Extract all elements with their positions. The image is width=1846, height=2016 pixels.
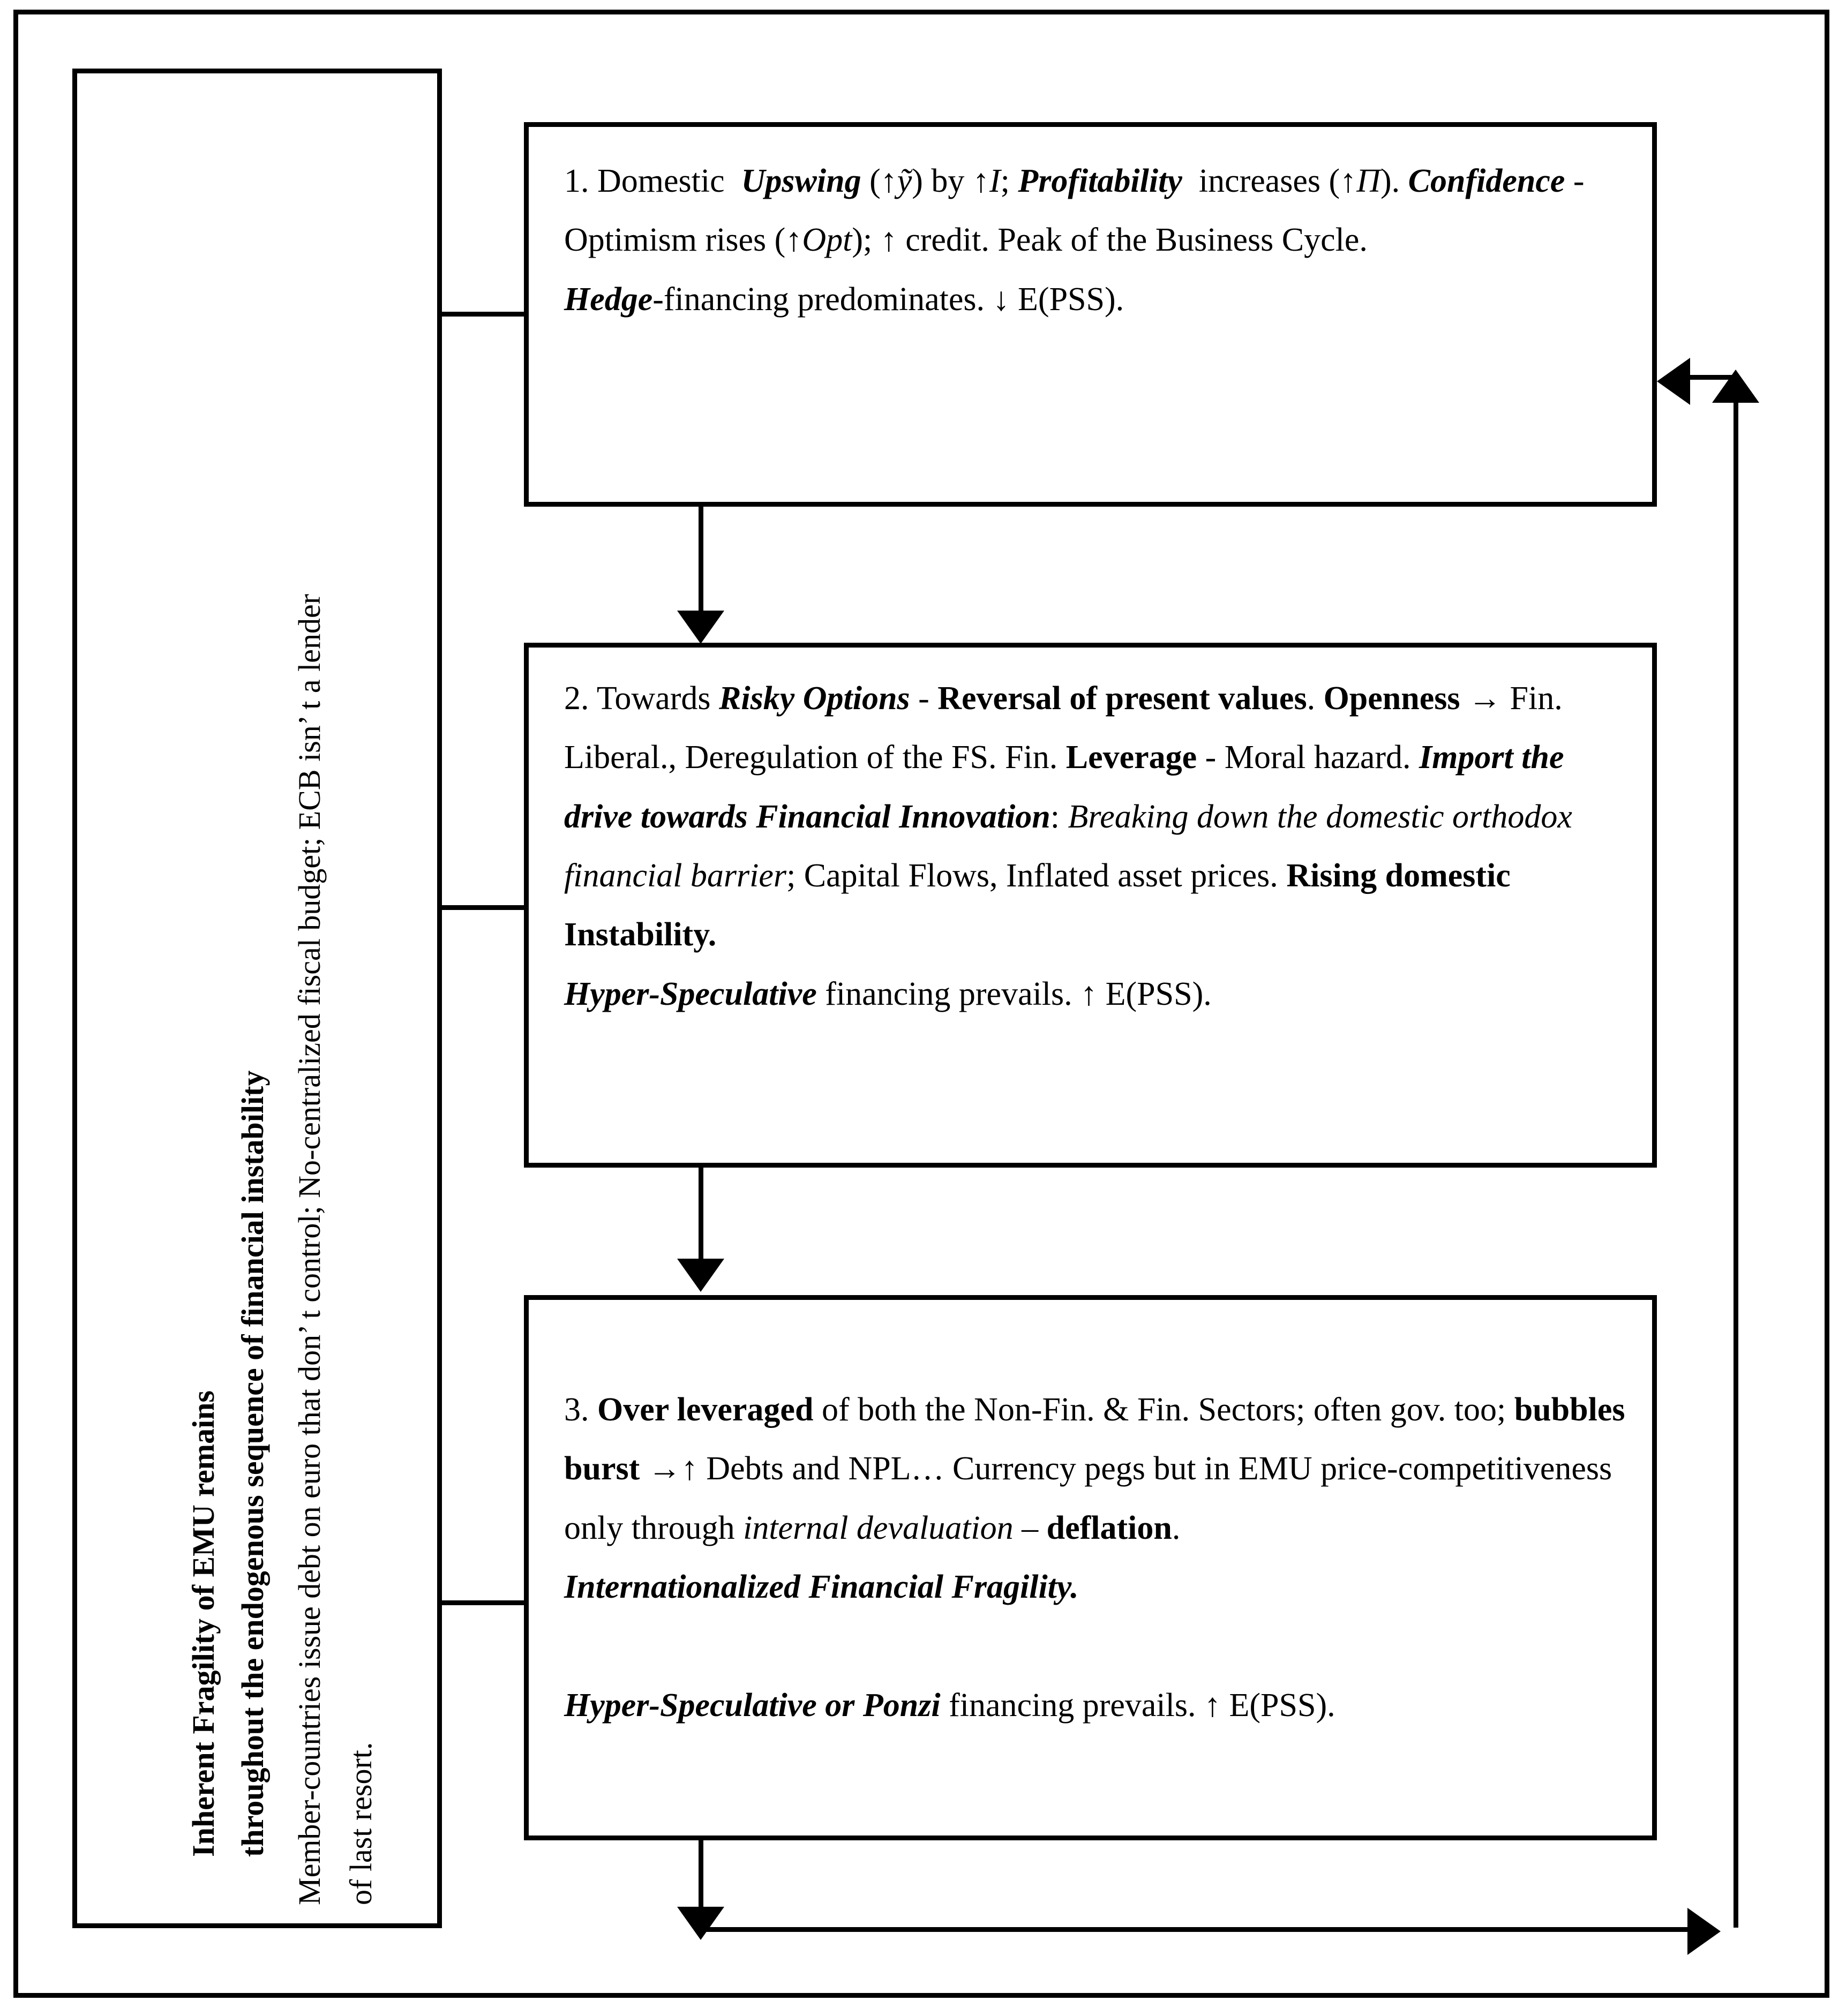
stage-2-text: 2. Towards Risky Options - Reversal of p… <box>564 669 1626 1024</box>
side-caption-box: Inherent Fragility of EMU remains throug… <box>72 69 442 1928</box>
connector-caption-to-stage-2 <box>442 905 524 910</box>
stage-1-paragraph-1: 1. Domestic Upswing (↑ỹ) by ↑I; Profitab… <box>564 163 1585 259</box>
stage-3-paragraph-3: Hyper-Speculative or Ponzi financing pre… <box>564 1687 1335 1724</box>
side-caption-line-3: Member-countries issue debt on euro that… <box>292 593 327 1905</box>
stage-2-paragraph-2: Hyper-Speculative financing prevails. ↑ … <box>564 975 1212 1012</box>
stage-3-paragraph-2: Internationalized Financial Fragility. <box>564 1569 1079 1606</box>
stage-3-paragraph-1: 3. Over leveraged of both the Non-Fin. &… <box>564 1391 1625 1546</box>
stage-2-box: 2. Towards Risky Options - Reversal of p… <box>524 643 1657 1168</box>
stage-3-text: 3. Over leveraged of both the Non-Fin. &… <box>564 1380 1626 1735</box>
feedback-arrow-down-stem <box>699 1840 703 1921</box>
feedback-arrow-top-segment <box>1690 375 1738 380</box>
feedback-arrow-down-head-icon <box>677 1907 724 1940</box>
arrow-stage2-to-stage3-head-icon <box>677 1259 724 1292</box>
feedback-arrow-left-head-icon <box>1657 358 1690 405</box>
arrow-stage2-to-stage3-stem <box>699 1168 703 1265</box>
connector-caption-to-stage-1 <box>442 312 524 317</box>
feedback-arrow-bottom-segment <box>699 1927 1692 1932</box>
stage-3-box: 3. Over leveraged of both the Non-Fin. &… <box>524 1295 1657 1840</box>
side-caption-line-2: throughout the endogenous sequence of fi… <box>235 1070 270 1857</box>
feedback-arrow-right-head-icon <box>1687 1908 1721 1955</box>
side-caption-line-1: Inherent Fragility of EMU remains <box>186 1390 221 1857</box>
side-caption-text-stack: Inherent Fragility of EMU remains throug… <box>77 73 437 1923</box>
feedback-arrow-riser-segment <box>1734 375 1738 1928</box>
connector-caption-to-stage-3 <box>442 1600 524 1605</box>
stage-1-text: 1. Domestic Upswing (↑ỹ) by ↑I; Profitab… <box>564 152 1626 329</box>
side-caption-line-4: of last resort. <box>343 1742 378 1905</box>
arrow-stage1-to-stage2-head-icon <box>677 611 724 644</box>
figure-outer-border <box>13 10 1829 1998</box>
arrow-stage1-to-stage2-stem <box>699 507 703 617</box>
stage-2-paragraph-1: 2. Towards Risky Options - Reversal of p… <box>564 680 1572 953</box>
stage-1-paragraph-2: Hedge-financing predominates. ↓ E(PSS). <box>564 281 1124 318</box>
stage-1-box: 1. Domestic Upswing (↑ỹ) by ↑I; Profitab… <box>524 122 1657 507</box>
